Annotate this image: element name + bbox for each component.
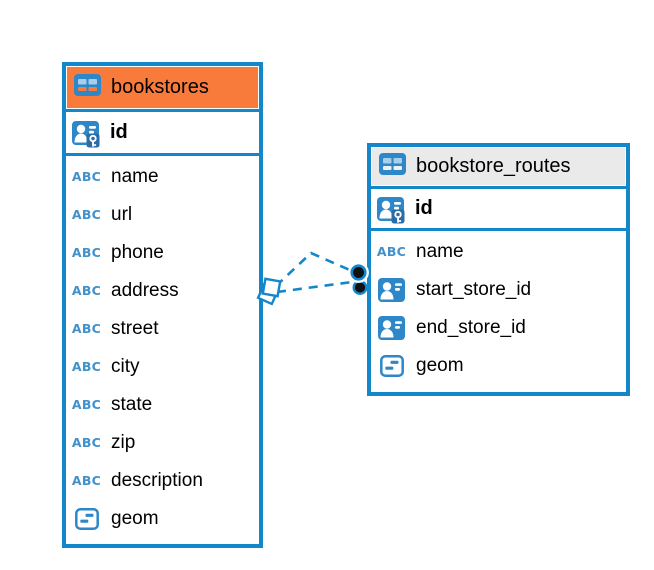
primary-key-row[interactable]: id — [371, 189, 626, 227]
text-type-icon: ABC — [71, 396, 102, 412]
header-divider — [66, 109, 259, 112]
column-row[interactable]: ABC — [66, 424, 259, 462]
relationship-line[interactable] — [275, 251, 353, 287]
column-row[interactable]: ABC — [371, 271, 626, 309]
column-row[interactable]: ABC — [371, 309, 626, 347]
primary-key-icon — [377, 196, 406, 227]
column-row[interactable]: ABC — [66, 272, 259, 310]
column-name: zip — [111, 432, 136, 453]
column-name: geom — [111, 508, 159, 529]
header-divider — [371, 186, 626, 189]
column-row[interactable]: ABC — [66, 462, 259, 500]
column-name: address — [111, 280, 179, 301]
column-row[interactable]: ABC — [371, 233, 626, 271]
text-type-icon: ABC — [71, 282, 102, 298]
column-row[interactable]: ABC — [66, 234, 259, 272]
primary-key-icon — [72, 120, 101, 151]
text-type-icon: ABC — [71, 244, 102, 260]
column-name: city — [111, 356, 140, 377]
relationship-line[interactable] — [276, 280, 353, 294]
table-name: bookstores — [111, 76, 209, 98]
one-end-marker[interactable] — [350, 264, 367, 281]
entity-bookstore-routes[interactable]: bookstore_routes id — [367, 143, 630, 396]
column-name: start_store_id — [416, 279, 532, 300]
entity-header-bookstores[interactable]: bookstores — [67, 67, 258, 108]
table-icon — [74, 74, 101, 101]
geometry-type-icon — [378, 355, 405, 377]
table-icon — [379, 153, 406, 180]
one-end-marker-halo — [348, 262, 369, 283]
pk-divider — [66, 153, 259, 156]
column-name: description — [111, 470, 203, 491]
reference-type-icon — [378, 316, 405, 340]
column-list: ABC — [371, 231, 626, 385]
column-row[interactable]: ABC — [66, 310, 259, 348]
text-type-icon: ABC — [71, 206, 102, 222]
text-type-icon: ABC — [71, 320, 102, 336]
primary-key-name: id — [415, 196, 433, 219]
column-name: name — [416, 241, 464, 262]
pk-divider — [371, 228, 626, 231]
many-end-marker[interactable] — [261, 277, 282, 298]
entity-header-bookstore-routes[interactable]: bookstore_routes — [372, 148, 625, 185]
text-type-icon: ABC — [71, 434, 102, 450]
entity-bookstores[interactable]: bookstores id — [62, 62, 263, 548]
text-type-icon: ABC — [71, 168, 102, 184]
primary-key-name: id — [110, 120, 128, 143]
column-name: phone — [111, 242, 164, 263]
column-row[interactable]: ABC — [371, 347, 626, 385]
column-row[interactable]: ABC — [66, 158, 259, 196]
column-name: geom — [416, 355, 464, 376]
text-type-icon: ABC — [376, 243, 407, 259]
column-row[interactable]: ABC — [66, 348, 259, 386]
one-end-marker[interactable] — [352, 280, 368, 296]
primary-key-row[interactable]: id — [66, 112, 259, 152]
column-row[interactable]: ABC — [66, 386, 259, 424]
table-name: bookstore_routes — [416, 155, 571, 177]
column-name: street — [111, 318, 159, 339]
column-name: state — [111, 394, 153, 415]
column-list: ABC — [66, 156, 259, 538]
column-name: end_store_id — [416, 317, 526, 338]
geometry-type-icon — [73, 508, 100, 530]
text-type-icon: ABC — [71, 358, 102, 374]
reference-type-icon — [378, 278, 405, 302]
column-row[interactable]: ABC — [66, 500, 259, 538]
column-name: url — [111, 204, 133, 225]
column-row[interactable]: ABC — [66, 196, 259, 234]
column-name: name — [111, 166, 159, 187]
text-type-icon: ABC — [71, 472, 102, 488]
